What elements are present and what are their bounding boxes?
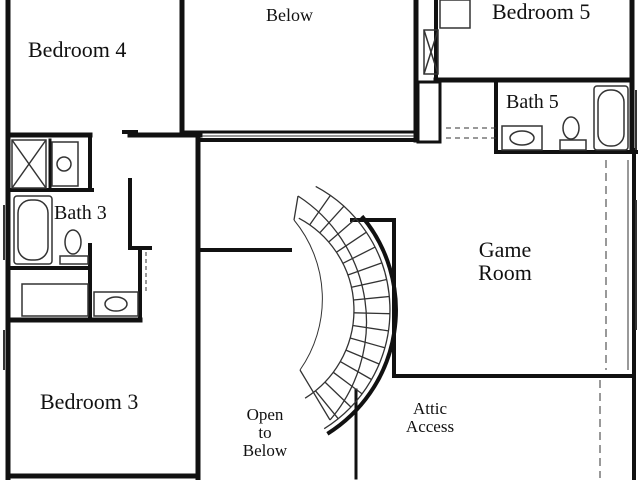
stair-tread [345,349,380,365]
stair-tread [351,278,387,288]
stair-inner-arc [298,217,355,399]
open-line1: Open [246,405,284,424]
thin-lines [3,90,637,478]
stair-tread [349,337,385,349]
game-room-line1: Game [478,237,532,262]
walls [5,0,638,480]
stair-tread [347,262,383,276]
bath5-fixtures [423,0,629,151]
stair-tread [352,324,389,332]
bath5-label: Bath 5 [506,91,559,113]
open-line3: Below [242,440,288,460]
open-line2: to [258,422,272,442]
attic-access-label: Attic Access [396,400,464,436]
stair-tread [342,246,376,264]
attic-line2: Access [405,416,455,436]
below-top-label: Below [266,5,313,25]
bath3-fixtures [11,139,139,317]
open-to-below-label: Open to Below [232,406,298,460]
stair-outer-arc [315,185,391,430]
stair-tread [353,295,390,301]
stair-tread [332,371,363,395]
game-room-line2: Room [478,260,532,286]
stair-tread [314,390,339,420]
stair-tread [328,218,357,243]
bath3-label: Bath 3 [54,202,107,224]
stair-tread [336,231,367,253]
attic-line1: Attic [413,399,447,418]
stair-tread [319,205,345,234]
bedroom4-label: Bedroom 4 [28,37,127,62]
stair-tread [309,195,331,226]
stair-tread [353,312,391,315]
stair-rail [326,214,398,436]
curved-staircase [293,185,398,436]
bedroom3-label: Bedroom 3 [40,389,139,414]
bedroom5-label: Bedroom 5 [492,0,591,24]
game-room-label: Game Room [468,238,542,284]
stair-tread [324,381,352,408]
stair-tread [339,361,372,381]
